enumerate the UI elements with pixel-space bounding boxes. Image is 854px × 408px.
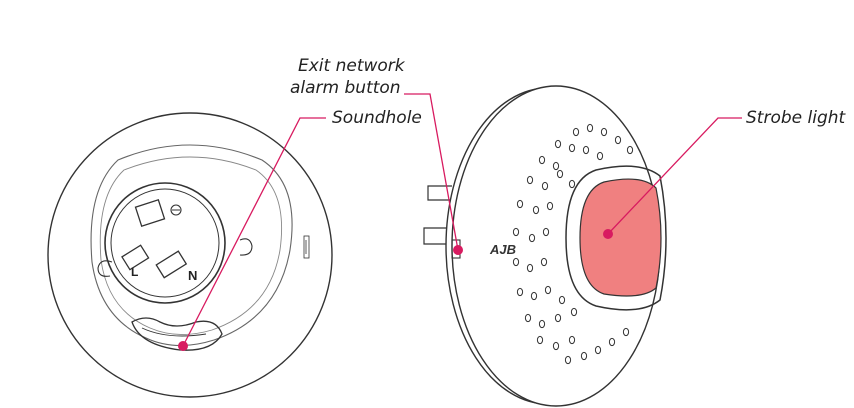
terminal-socket (104, 182, 226, 304)
strobe-light-label: Strobe light (746, 108, 846, 128)
front-view-device (423, 85, 667, 407)
back-view-device (47, 112, 333, 398)
plug-top (427, 185, 452, 201)
terminal-l-label: L (131, 265, 138, 279)
terminal-n-label: N (188, 268, 197, 283)
soundhole-callout-dot (178, 341, 188, 351)
strobe-leader (607, 117, 742, 235)
strobe-callout-dot (603, 229, 613, 239)
exit-button-callout-dot (453, 245, 463, 255)
exit-button-leader (404, 93, 459, 251)
terminal-n (155, 250, 188, 279)
brand-logo: AJB (489, 242, 516, 257)
side-tab-right (239, 238, 253, 256)
vent-holes (512, 123, 634, 365)
strobe-housing (565, 165, 667, 311)
back-mount-plate-inner (99, 156, 283, 335)
reset-mark (303, 235, 310, 259)
exit-network-label-line2: alarm button (290, 78, 401, 98)
terminal-top (134, 198, 166, 228)
back-outer-disc (47, 112, 333, 398)
exit-network-label-line1: Exit network (298, 56, 405, 76)
plug-bottom (423, 227, 448, 245)
back-mount-plate (90, 144, 293, 347)
terminal-socket-inner (110, 188, 220, 298)
side-tab-left (97, 260, 113, 277)
earth-screw (170, 204, 182, 216)
soundhole-leader (182, 117, 326, 347)
callouts (182, 93, 742, 347)
terminal-l (121, 244, 150, 271)
strobe-light (579, 178, 662, 297)
soundhole-label: Soundhole (332, 108, 422, 128)
soundhole (131, 317, 223, 351)
